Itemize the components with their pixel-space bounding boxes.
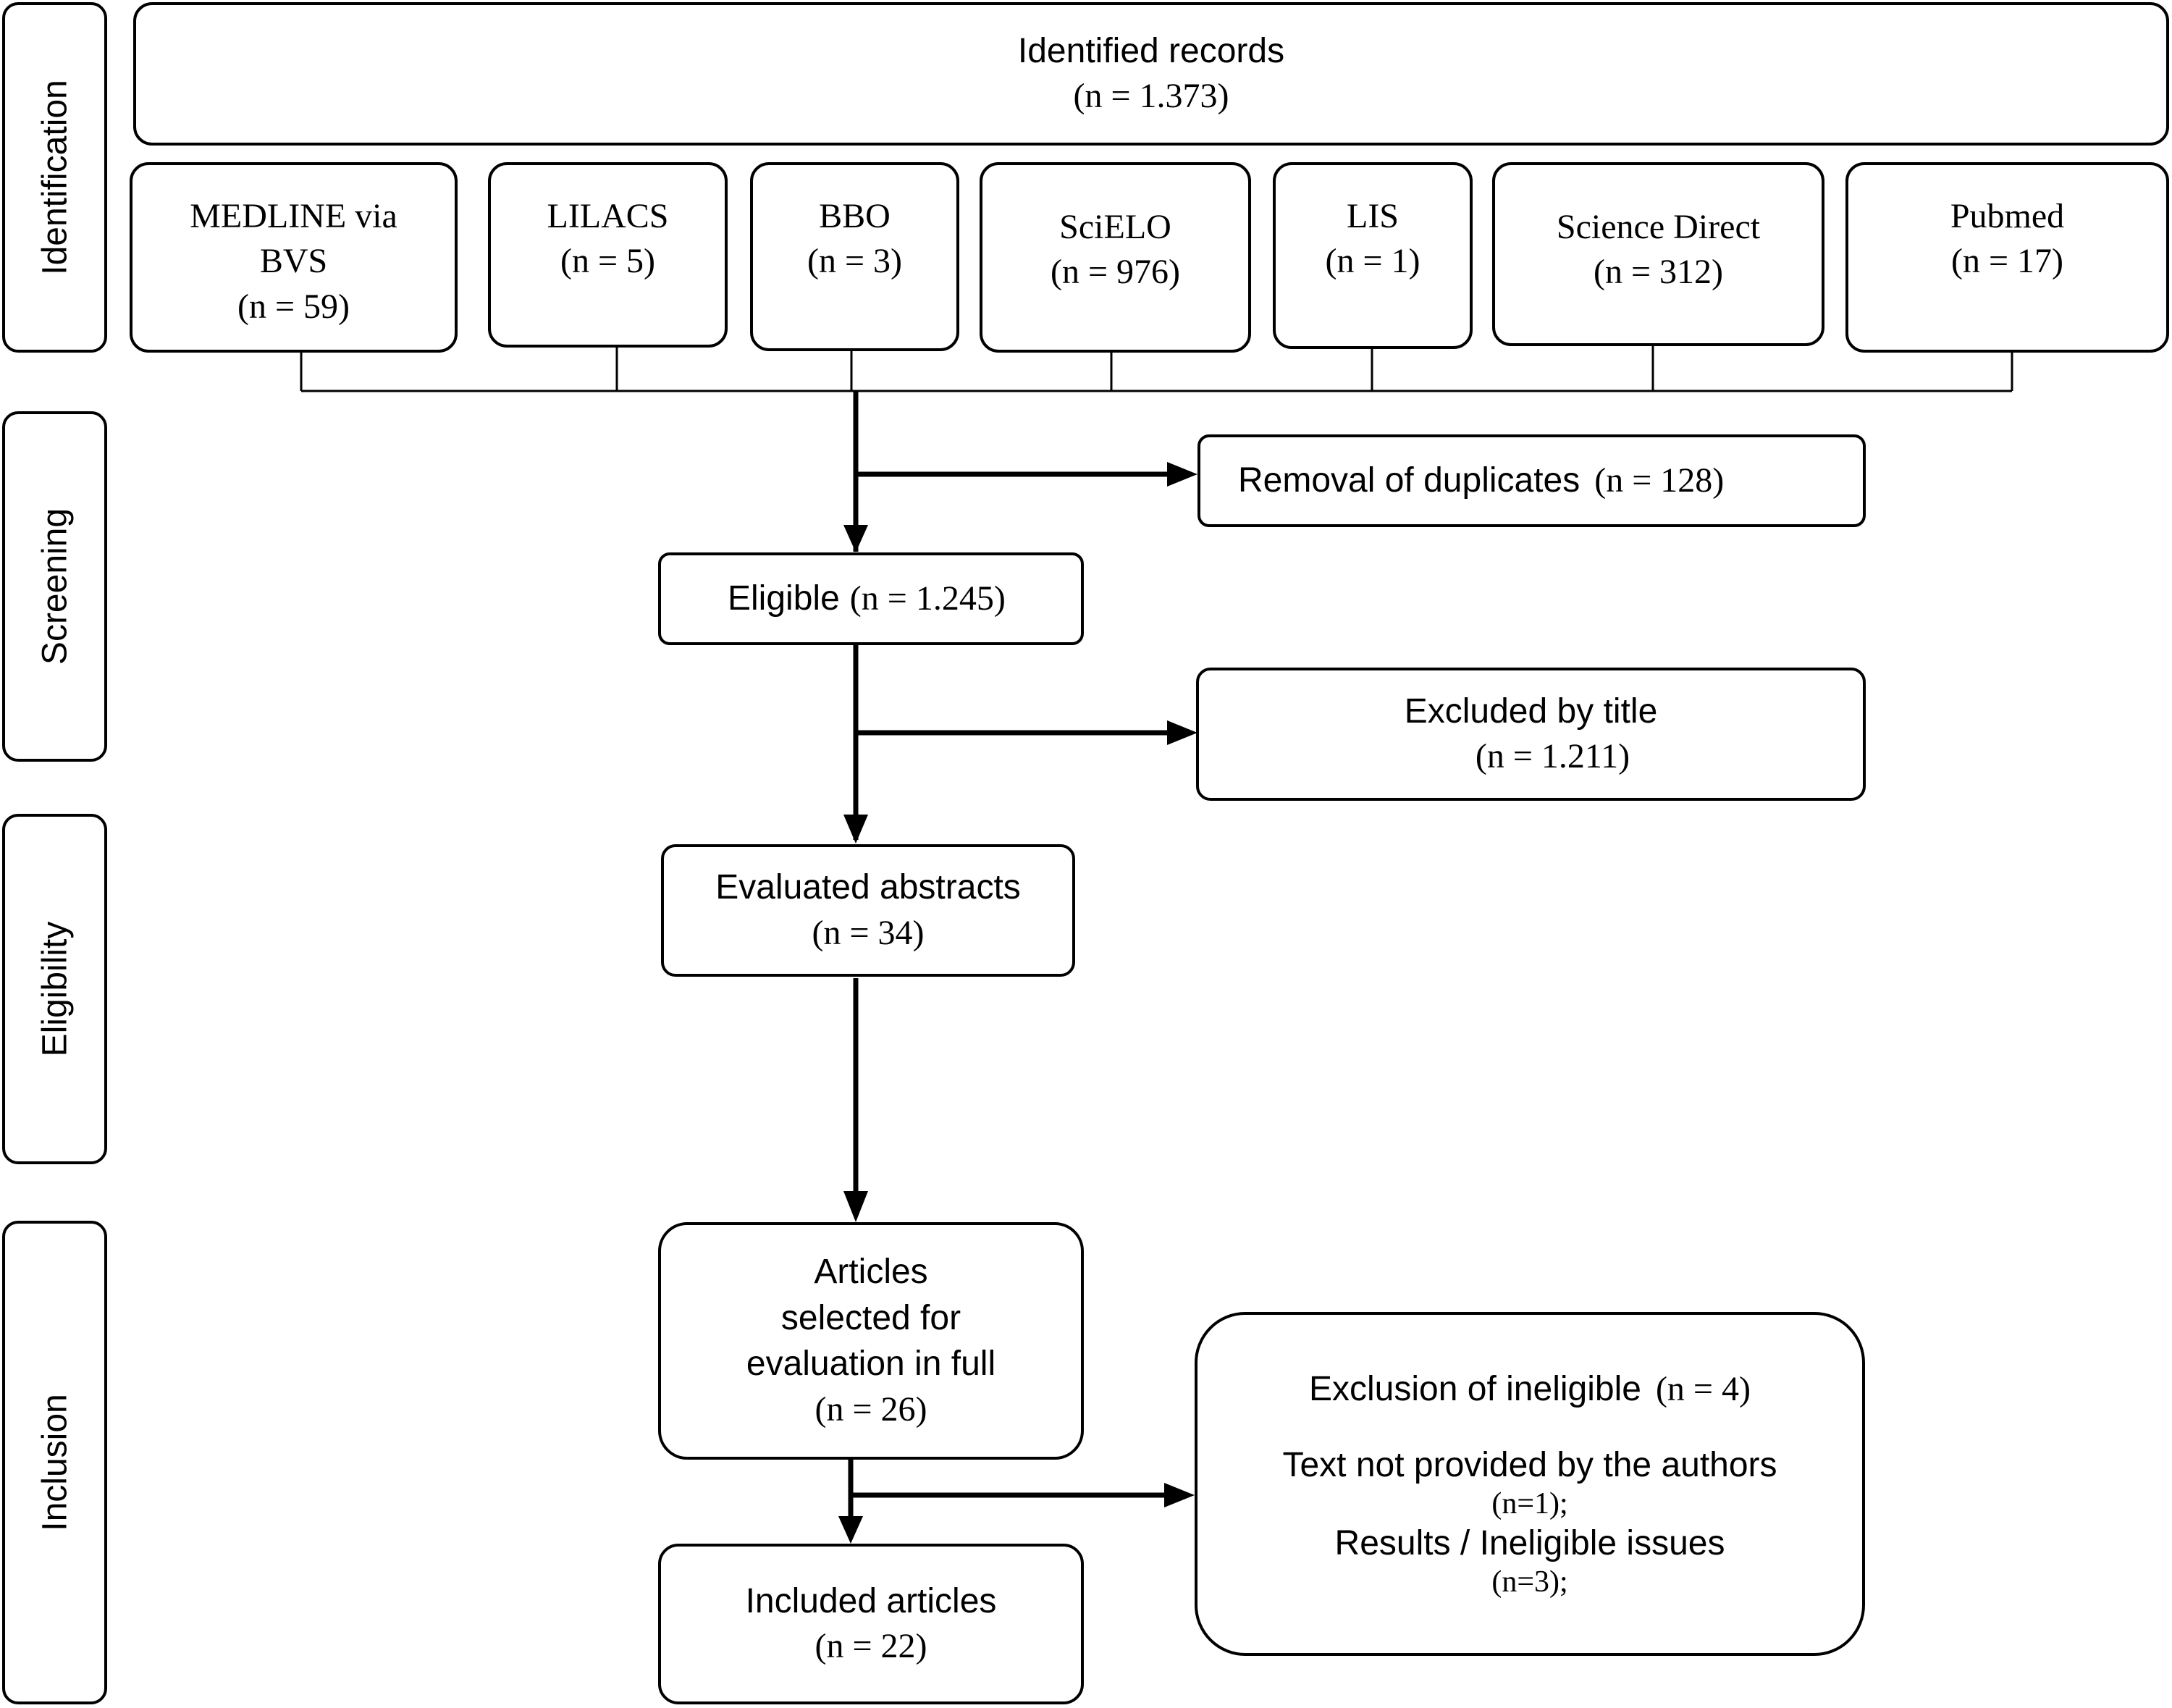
arrow-to-full-text-head	[843, 1191, 868, 1222]
ineligible-count: (n = 4)	[1655, 1370, 1751, 1409]
source-name: MEDLINE via BVS	[190, 197, 397, 281]
ineligible-label: Exclusion of ineligible	[1309, 1370, 1641, 1409]
source-lilacs-box: LILACS (n = 5)	[488, 162, 728, 348]
duplicates-count: (n = 128)	[1594, 460, 1725, 500]
source-medline-box: MEDLINE via BVS (n = 59)	[130, 162, 458, 353]
full-text-line3: evaluation in full	[746, 1345, 996, 1383]
ineligible-reason2: Results / Ineligible issues	[1334, 1523, 1725, 1562]
source-name: BBO	[819, 197, 891, 235]
source-name: LILACS	[547, 197, 669, 235]
source-count: (n = 17)	[1950, 242, 2064, 281]
abstracts-box: Evaluated abstracts (n = 34)	[661, 844, 1075, 977]
ineligible-header: Exclusion of ineligible (n = 4)	[1309, 1367, 1751, 1412]
source-name: LIS	[1347, 197, 1399, 235]
eligible-label: Eligible	[728, 579, 840, 618]
eligible-box: Eligible (n = 1.245)	[658, 552, 1084, 645]
identified-records-label: Identified records	[1017, 31, 1285, 70]
source-count: (n = 976)	[1050, 253, 1181, 292]
source-sciencedirect-box: Science Direct (n = 312)	[1492, 162, 1824, 346]
included-box: Included articles (n = 22)	[658, 1544, 1084, 1704]
identified-records-count: (n = 1.373)	[1073, 77, 1229, 115]
source-count: (n = 1)	[1325, 242, 1420, 281]
source-count: (n = 312)	[1593, 253, 1724, 292]
stage-inclusion: Inclusion	[2, 1221, 107, 1704]
arrow-to-duplicates-head	[1167, 462, 1197, 487]
stage-screening-label: Screening	[35, 508, 74, 665]
source-name: SciELO	[1059, 208, 1171, 246]
stage-eligibility-label: Eligibility	[35, 921, 74, 1057]
eligible-count: (n = 1.245)	[849, 579, 1006, 618]
duplicates-label: Removal of duplicates	[1238, 460, 1580, 500]
full-text-line2: selected for	[780, 1298, 961, 1337]
arrow-to-excluded-title-head	[1167, 720, 1197, 745]
full-text-line1: Articles	[814, 1253, 928, 1292]
ineligible-reason1: Text not provided by the authors	[1282, 1445, 1777, 1484]
ineligible-reason2-count: (n=3);	[1491, 1565, 1568, 1599]
stage-eligibility: Eligibility	[2, 814, 107, 1164]
excluded-title-label: Excluded by title	[1404, 691, 1658, 731]
identified-records-box: Identified records (n = 1.373)	[133, 2, 2169, 146]
full-text-count: (n = 26)	[814, 1390, 927, 1429]
source-count: (n = 5)	[560, 242, 656, 281]
excluded-title-count: (n = 1.211)	[1475, 737, 1630, 775]
stage-inclusion-label: Inclusion	[35, 1394, 74, 1531]
included-label: Included articles	[745, 1581, 997, 1620]
source-bbo-box: BBO (n = 3)	[750, 162, 959, 351]
arrow-to-included-head	[838, 1516, 863, 1544]
excluded-title-box: Excluded by title (n = 1.211)	[1196, 668, 1866, 801]
source-name: Science Direct	[1556, 208, 1761, 246]
source-bracket	[300, 346, 2013, 392]
full-text-box: Articles selected for evaluation in full…	[658, 1222, 1084, 1460]
stage-identification-label: Identification	[35, 80, 74, 275]
abstracts-count: (n = 34)	[812, 913, 925, 952]
stage-screening: Screening	[2, 411, 107, 762]
included-count: (n = 22)	[814, 1627, 927, 1665]
source-pubmed-box: Pubmed (n = 17)	[1845, 162, 2169, 353]
source-lis-box: LIS (n = 1)	[1273, 162, 1473, 349]
ineligible-box: Exclusion of ineligible (n = 4) Text not…	[1195, 1312, 1865, 1656]
source-count: (n = 3)	[807, 242, 903, 281]
source-count: (n = 59)	[237, 287, 350, 326]
stage-identification: Identification	[2, 2, 107, 353]
source-name: Pubmed	[1950, 197, 2065, 235]
source-scielo-box: SciELO (n = 976)	[980, 162, 1251, 353]
ineligible-reason1-count: (n=1);	[1491, 1487, 1568, 1521]
abstracts-label: Evaluated abstracts	[715, 868, 1021, 907]
duplicates-box: Removal of duplicates (n = 128)	[1197, 434, 1866, 527]
arrow-to-abstracts-head	[843, 815, 868, 844]
arrow-to-ineligible-head	[1164, 1483, 1195, 1507]
arrow-to-eligible-head	[843, 525, 868, 552]
